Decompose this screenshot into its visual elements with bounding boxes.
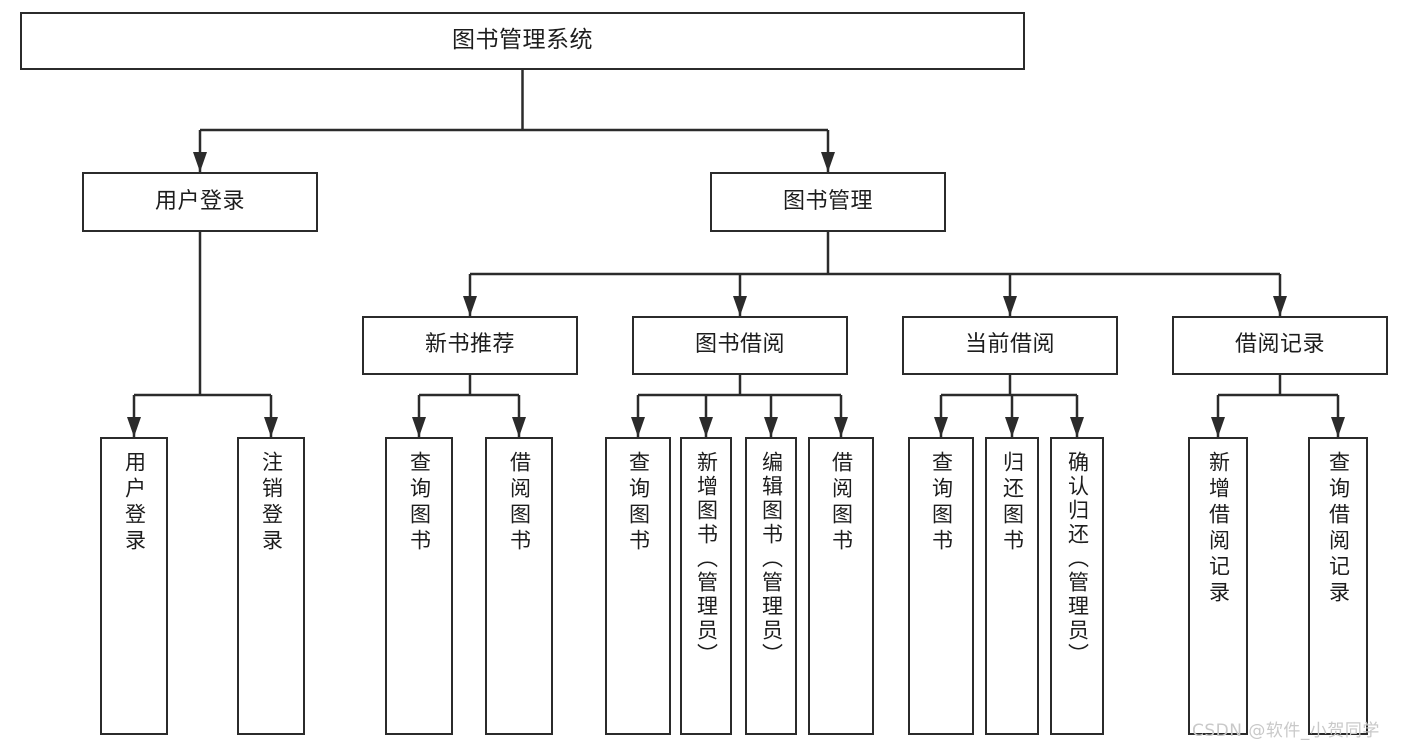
node-leaf-user-logout[interactable]: 注销登录 [237,437,305,735]
arrow-head [821,152,835,172]
node-leaf-rec-borrow[interactable]: 借阅图书 [485,437,553,735]
arrow-head [1070,417,1084,437]
node-label: 新增借阅记录 [1206,451,1231,607]
node-label: 用户登录 [154,188,245,214]
arrow-head [1331,417,1345,437]
arrow-head [127,417,141,437]
node-label: 当前借阅 [964,332,1055,358]
node-leaf-cb-query[interactable]: 查询图书 [908,437,974,735]
arrow-head [699,417,713,437]
node-l3-book-borrow[interactable]: 图书借阅 [632,316,848,375]
arrow-head [1005,417,1019,437]
node-label: 归还图书 [1000,451,1025,555]
node-label: 图书管理 [782,188,873,214]
node-l2-user-login[interactable]: 用户登录 [82,172,318,232]
node-l3-new-book-rec[interactable]: 新书推荐 [362,316,578,375]
node-leaf-br-query[interactable]: 查询借阅记录 [1308,437,1368,735]
node-label: 确认归还（管理员） [1065,451,1090,667]
node-label: 查询图书 [407,451,432,555]
node-leaf-bb-query[interactable]: 查询图书 [605,437,671,735]
node-leaf-cb-return[interactable]: 归还图书 [985,437,1039,735]
node-label: 查询图书 [626,451,651,555]
node-label: 新书推荐 [424,332,515,358]
arrow-head [1273,296,1287,316]
node-label: 借阅图书 [829,451,854,555]
node-leaf-bb-add[interactable]: 新增图书（管理员） [680,437,732,735]
arrow-head [412,417,426,437]
node-root[interactable]: 图书管理系统 [20,12,1025,70]
node-l3-current-borrow[interactable]: 当前借阅 [902,316,1118,375]
node-label: 注销登录 [259,451,284,555]
arrow-head [834,417,848,437]
arrow-head [764,417,778,437]
node-leaf-cb-confirm[interactable]: 确认归还（管理员） [1050,437,1104,735]
node-label: 图书借阅 [694,332,785,358]
arrow-head [934,417,948,437]
node-leaf-rec-query[interactable]: 查询图书 [385,437,453,735]
node-l3-borrow-record[interactable]: 借阅记录 [1172,316,1388,375]
arrow-head [463,296,477,316]
arrow-head [631,417,645,437]
node-label: 查询图书 [929,451,954,555]
arrow-head [193,152,207,172]
arrow-head [1211,417,1225,437]
node-label: 编辑图书（管理员） [759,451,784,667]
node-leaf-bb-borrow[interactable]: 借阅图书 [808,437,874,735]
arrow-head [512,417,526,437]
arrow-head [1003,296,1017,316]
node-label: 图书管理系统 [452,27,593,54]
node-label: 借阅图书 [507,451,532,555]
node-label: 用户登录 [122,451,147,555]
node-label: 查询借阅记录 [1326,451,1351,607]
node-label: 借阅记录 [1234,332,1325,358]
node-label: 新增图书（管理员） [694,451,719,667]
node-leaf-bb-edit[interactable]: 编辑图书（管理员） [745,437,797,735]
arrow-head [264,417,278,437]
node-l2-book-manage[interactable]: 图书管理 [710,172,946,232]
node-leaf-br-add[interactable]: 新增借阅记录 [1188,437,1248,735]
node-leaf-user-login[interactable]: 用户登录 [100,437,168,735]
arrow-head [733,296,747,316]
